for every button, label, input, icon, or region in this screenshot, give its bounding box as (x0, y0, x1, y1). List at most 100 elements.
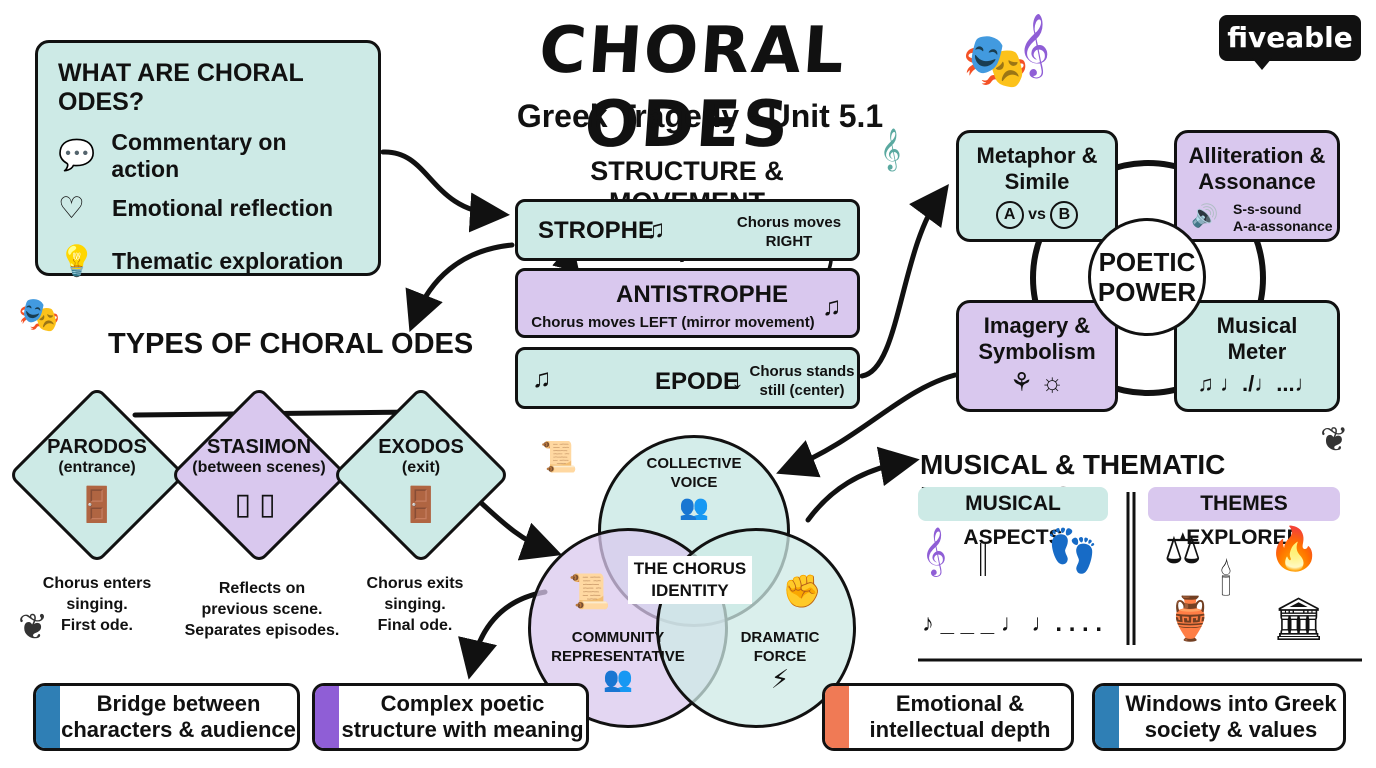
rhythm-notation: ♪ _ _ _ ♩ ♩. . . . (922, 610, 1103, 637)
parodos-name: PARODOS (47, 436, 147, 458)
antistrophe-label: ANTISTROPHE (616, 281, 789, 308)
label-line: COLLECTIVE (646, 455, 742, 472)
card-line: Bridge between (96, 691, 261, 716)
candles-icon: 🕯 (1220, 557, 1232, 604)
card-line: Emotional & (895, 691, 1025, 716)
small-lyre-icon: 𝄞 (880, 128, 902, 169)
community-label: COMMUNITY REPRESENTATIVE 👥 (548, 628, 688, 693)
parodos-desc: Chorus enters singing. First ode. (22, 573, 172, 636)
desc-line: First ode. (60, 617, 133, 634)
card-title-line: Simile (1004, 169, 1070, 194)
card-stripe (825, 686, 849, 748)
dancing-feet-icon: 👣 (1046, 527, 1099, 574)
parodos-text: PARODOS (entrance) 🚪 (22, 436, 172, 525)
card-line: society & values (1144, 717, 1318, 742)
alliteration-assonance-card: Alliteration & Assonance 🔊 S-s-sound A-a… (1174, 130, 1340, 242)
meter-notation: ♫ ♩./♩...♩ (1197, 371, 1317, 396)
label-line: REPRESENTATIVE (551, 648, 685, 665)
group-people-icon: 👥 (679, 494, 709, 521)
parodos-sub: (entrance) (58, 459, 136, 476)
card-title-line: Alliteration & (1188, 143, 1326, 168)
scales-of-justice-icon: ⚖ (1164, 525, 1202, 572)
arrow-types-to-chorus (475, 497, 563, 561)
stasimon-name: STASIMON (206, 436, 312, 458)
label-line: FORCE (753, 648, 807, 665)
vs-label: vs (1028, 206, 1046, 223)
theater-masks-icon: 🎭 (18, 296, 61, 334)
door-enter-icon: 🚪 (75, 486, 119, 524)
what-item-label: Commentary on action (111, 128, 287, 182)
bottom-card-emotional: Emotional & intellectual depth (822, 683, 1074, 751)
center-line: POETIC (1098, 247, 1196, 277)
aulos-flutes-icon: 𝄁 (980, 537, 986, 584)
label-line: VOICE (670, 474, 718, 491)
card-title-line: Metaphor & (976, 143, 1098, 168)
card-text: Complex poetic structure with meaning (339, 691, 586, 743)
center-line: IDENTITY (651, 581, 729, 600)
greek-temple-icon: 🏛 (1272, 595, 1326, 642)
exodos-desc: Chorus exits singing. Final ode. (340, 573, 490, 636)
musical-meter-card: Musical Meter ♫ ♩./♩...♩ (1174, 300, 1340, 412)
bottom-card-complex: Complex poetic structure with meaning (312, 683, 589, 751)
dramatic-force-label: DRAMATIC FORCE ⚡ (720, 628, 840, 694)
example-line: A-a-assonance (1233, 218, 1333, 234)
logo-tail (1252, 58, 1272, 70)
metaphor-simile-card: Metaphor & Simile A vs B (956, 130, 1118, 242)
page-title: CHORAL ODES (536, 14, 849, 162)
card-stripe (315, 686, 339, 748)
example-line: S-s-sound (1233, 201, 1302, 217)
center-line: THE CHORUS (633, 559, 747, 578)
stasimon-desc: Reflects on previous scene. Separates ep… (172, 578, 352, 641)
music-note-icon: ♫ (532, 363, 552, 393)
themes-explored-label: THEMES EXPLORED (1148, 487, 1340, 549)
antistrophe-desc: Chorus moves LEFT (mirror movement) (531, 314, 815, 331)
card-text: Windows into Greek society & values (1119, 691, 1343, 743)
card-line: Windows into Greek (1125, 691, 1337, 716)
center-line: POWER (1097, 277, 1197, 307)
fiveable-logo[interactable]: fiveable (1219, 15, 1361, 61)
a-vs-b: A vs B (959, 201, 1115, 229)
desc-line: singing. (384, 596, 446, 613)
columns-icon: ▯▯ (234, 488, 284, 521)
speech-bubble-icon: 💬 (58, 139, 96, 172)
arrow-structure-to-types (405, 242, 515, 332)
epode-desc: Chorus stands still (center) (749, 363, 855, 399)
card-stripe (36, 686, 60, 748)
people-icon: 👥 (603, 666, 633, 693)
laurel-icon: ❦ (1320, 421, 1349, 459)
card-line: structure with meaning (341, 717, 584, 742)
imagery-symbolism-card: Imagery & Symbolism ⚘ ☼ (956, 300, 1118, 412)
desc-line: previous scene. (201, 601, 323, 618)
what-are-choral-odes-card: WHAT ARE CHORAL ODES? 💬 Commentary on ac… (35, 40, 381, 278)
card-title-line: Assonance (1198, 169, 1316, 194)
card-title-line: Symbolism (978, 339, 1096, 364)
arrow-down-icon: ↓ (731, 364, 744, 394)
flower-sun-icon: ⚘ ☼ (1009, 367, 1065, 397)
poetic-ring (1030, 160, 1266, 396)
bottom-card-bridge: Bridge between characters & audience (33, 683, 300, 751)
chorus-identity-center: THE CHORUS IDENTITY (628, 556, 752, 604)
card-text: Bridge between characters & audience (60, 691, 297, 743)
card-line: intellectual depth (869, 717, 1051, 742)
desc-line: Final ode. (377, 617, 453, 634)
page-subtitle: Greek Tragedy - Unit 5.1 (516, 98, 884, 134)
exodos-sub: (exit) (401, 459, 441, 476)
lightning-icon: ⚡ (770, 664, 790, 694)
card-stripe (1095, 686, 1119, 748)
card-title-line: Meter (1227, 339, 1287, 364)
desc-line: Chorus exits (366, 575, 464, 592)
card-title-line: Imagery & (983, 313, 1091, 338)
card-title-line: Musical (1216, 313, 1298, 338)
desc-line: Chorus enters (42, 575, 152, 592)
hand-flame-icon: 🔥 (1268, 525, 1321, 572)
arrow-poetic-to-chorus (776, 372, 958, 478)
card-line: characters & audience (61, 717, 296, 742)
door-exit-icon: 🚪 (399, 486, 443, 524)
arrow-structure-to-poetic (859, 183, 949, 379)
theater-masks-icon: 🎭 (962, 31, 1030, 91)
lightbulb-icon: 💡 (58, 245, 96, 278)
label-line: COMMUNITY (571, 629, 665, 646)
letter-a-icon: A (995, 201, 1024, 229)
antistrophe-box: ANTISTROPHE Chorus moves LEFT (mirror mo… (515, 268, 860, 338)
what-item-label: Emotional reflection (112, 195, 334, 221)
